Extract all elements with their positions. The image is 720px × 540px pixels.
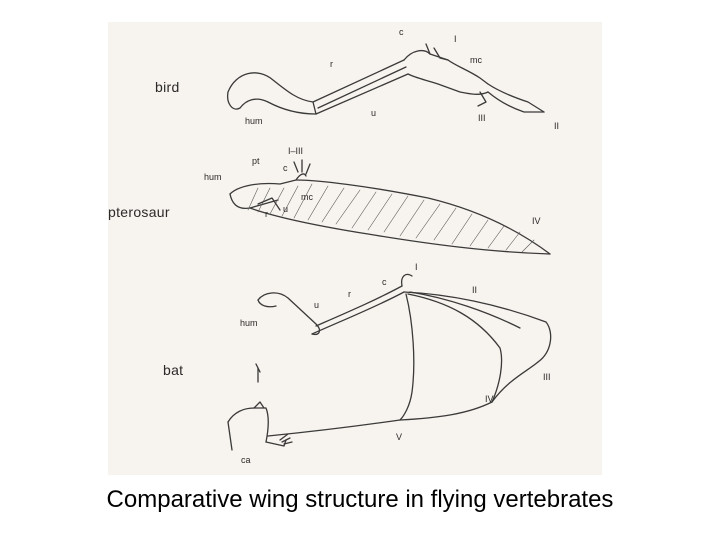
bird-label-mc: mc: [470, 55, 482, 65]
figure-caption: Comparative wing structure in flying ver…: [106, 486, 614, 513]
wing-comparison-figure: bird pterosaur bat c I mc r hum u III II…: [108, 22, 602, 475]
pterosaur-label-i-iii: I–III: [288, 146, 304, 156]
pterosaur-label-u: u: [283, 204, 289, 214]
bird-wing-drawing: [227, 43, 545, 115]
pterosaur-label-pt: pt: [252, 156, 260, 166]
pterosaur-label-iv: IV: [532, 216, 541, 226]
bat-label-v: V: [396, 432, 403, 442]
bat-wing-drawing: [227, 273, 552, 451]
pterosaur-label-r: r: [265, 209, 268, 219]
bird-label-c: c: [399, 27, 404, 37]
bird-label-iii: III: [478, 113, 486, 123]
bat-label-u: u: [314, 300, 320, 310]
bird-label-u: u: [371, 108, 377, 118]
bird-label-ii: II: [554, 121, 560, 131]
bat-label-r: r: [348, 289, 351, 299]
bird-label-i: I: [454, 34, 457, 44]
bird-label-r: r: [330, 59, 333, 69]
bird-label-hum: hum: [245, 116, 263, 126]
bat-label-hum: hum: [240, 318, 258, 328]
label-bird: bird: [155, 79, 180, 95]
label-bat: bat: [163, 362, 184, 378]
wing-drawing: [227, 43, 552, 451]
bat-label-c: c: [382, 277, 387, 287]
bat-label-iii: III: [543, 372, 551, 382]
bat-label-ii: II: [472, 285, 478, 295]
pterosaur-label-mc: mc: [301, 192, 313, 202]
pterosaur-label-hum: hum: [204, 172, 222, 182]
pterosaur-label-c: c: [283, 163, 288, 173]
label-pterosaur: pterosaur: [108, 204, 170, 220]
bat-label-ca: ca: [241, 455, 251, 465]
bat-label-iv: IV: [485, 394, 494, 404]
bat-label-i: I: [415, 262, 418, 272]
pterosaur-wing-drawing: [229, 159, 551, 255]
